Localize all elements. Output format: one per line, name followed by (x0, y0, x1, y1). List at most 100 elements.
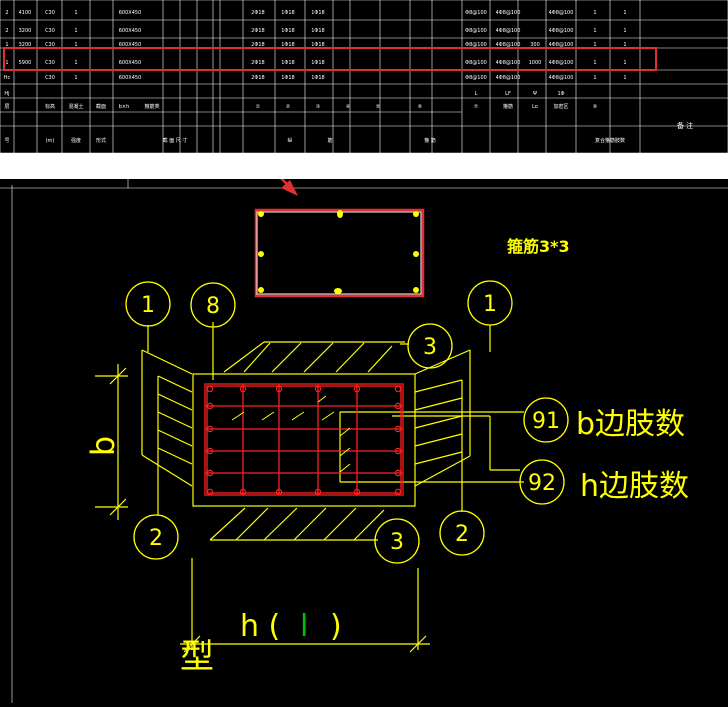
callout-circle-3-bottom (374, 518, 420, 564)
table-cell: 1Φ18 (311, 75, 324, 81)
table-cell: C30 (45, 60, 55, 66)
table-cell: 1Φ18 (281, 42, 294, 48)
rebar-dot (394, 488, 402, 496)
callout-circle-8 (190, 282, 236, 328)
table-header-cell: Hj (4, 91, 9, 97)
table-cell: 4Φ8@100 (549, 75, 574, 81)
table-cell: 1Φ18 (281, 28, 294, 34)
table-cell: 2 (5, 28, 8, 34)
callout-1-left: 1 (141, 293, 155, 318)
table-cell: C30 (45, 42, 55, 48)
callout-circle-2-right (439, 510, 485, 556)
table-cell: 3200 (19, 28, 32, 34)
table-cell: Φ8@100 (465, 42, 487, 48)
rebar-dot (353, 488, 361, 496)
rebar-dot (394, 402, 402, 410)
callout-circle-91 (523, 397, 569, 443)
callout-circle-92 (519, 459, 565, 505)
table-cell: 1 (623, 60, 626, 66)
column-section-drawing: 箍筋3*3 (0, 73, 728, 703)
table-cell: 1Φ18 (311, 10, 324, 16)
table-cell: 1 (74, 42, 77, 48)
table-header-cell: 箍筋 (503, 103, 513, 110)
table-header-cell: ③ (316, 104, 320, 110)
rebar-dot (314, 488, 322, 496)
table-header-cell: ⑤ (376, 104, 380, 110)
callout-circle-1-left (125, 281, 171, 327)
rebar-dot (394, 425, 402, 433)
table-header-cell: LF (505, 91, 511, 97)
table-grid (0, 0, 728, 153)
table-cell: 1 (623, 28, 626, 34)
rebar-dot (206, 447, 214, 455)
table-header-cell: Ψ (533, 91, 537, 97)
rebar-dot (206, 402, 214, 410)
dim-b-label: b (84, 436, 122, 456)
rebar-dot (206, 488, 214, 496)
table-cell: 2 (5, 10, 8, 16)
dim-h-label: h ( (240, 609, 280, 644)
table-header-cell: 筋 (327, 137, 332, 144)
table-header-cell: 复合箍筋肢数 (595, 137, 625, 144)
callout-labels: 1 8 1 3 91 92 2 3 2 (141, 292, 560, 555)
table-header-cell: (m) (46, 138, 55, 144)
table-cell: 1 (5, 42, 8, 48)
table-header-cell: 纵 (287, 138, 292, 144)
table-cell: 1 (593, 28, 596, 34)
table-cell: 1 (74, 10, 77, 16)
table-header-cell: 号 (4, 138, 9, 144)
table-cell: Φ8@100 (465, 75, 487, 81)
table-cell: Φ8@100 (465, 10, 487, 16)
pointer-arrow-line (174, 73, 294, 191)
table-header-cell: ⑥ (418, 104, 423, 110)
rebar-dot (394, 447, 402, 455)
table-cell: 600X450 (119, 60, 142, 66)
table-cell: 3200 (19, 42, 32, 48)
table-cell: C30 (45, 10, 55, 16)
table-cell: C30 (45, 28, 55, 34)
callout-3-top: 3 (423, 335, 437, 360)
table-header-cell: Lo (532, 104, 538, 110)
stirrup-3x3-preview (254, 208, 425, 298)
table-header-cell: L (475, 91, 478, 97)
table-cell: 1 (74, 75, 77, 81)
table-cell: 4Φ8@100 (496, 10, 521, 16)
table-cell: 300 (530, 42, 540, 48)
table-header-cell: 截面 (96, 103, 106, 110)
table-cell: 1 (623, 42, 626, 48)
table-cell: 4Φ8@100 (496, 28, 521, 34)
callout-8: 8 (206, 294, 220, 319)
drawing-svg: 箍筋3*3 (0, 73, 728, 703)
rebar-dot (206, 385, 214, 393)
table-cell: Φ8@100 (465, 60, 487, 66)
table-cell: 1 (623, 10, 626, 16)
table-cell: 1 (74, 60, 77, 66)
table-header-cell: ① (256, 104, 261, 110)
table-header-cell: 形式 (96, 137, 106, 144)
table-cell: 4Φ8@100 (496, 60, 521, 66)
rebar-dots (206, 385, 402, 496)
rebar-dot (275, 385, 283, 393)
callout-circle-3-top (407, 323, 453, 369)
table-header-cell: ⑦ (474, 104, 479, 110)
table-cell: 1Φ18 (281, 75, 294, 81)
table-cell: 4Φ8@100 (496, 75, 521, 81)
table-cell: 600X450 (119, 75, 142, 81)
table-cell: 1 (593, 42, 596, 48)
table-header-cell: 截 面 尺 寸 (163, 137, 188, 144)
table-header-cell: ⑨ (593, 104, 597, 110)
rebar-dot (394, 469, 402, 477)
table-cell: 1Φ18 (281, 60, 294, 66)
table-cell: 1 (5, 60, 8, 66)
table-cell: 4Φ8@100 (549, 60, 574, 66)
table-cell: C30 (45, 75, 55, 81)
rebar-dot (239, 488, 247, 496)
rebar-dot (314, 385, 322, 393)
callout-3-bottom: 3 (390, 530, 404, 555)
table-cell: 600X450 (119, 42, 142, 48)
table-cell: Hc (4, 75, 11, 81)
dim-close-paren: ) (330, 609, 342, 644)
table-header-cell: b×h (119, 104, 130, 110)
